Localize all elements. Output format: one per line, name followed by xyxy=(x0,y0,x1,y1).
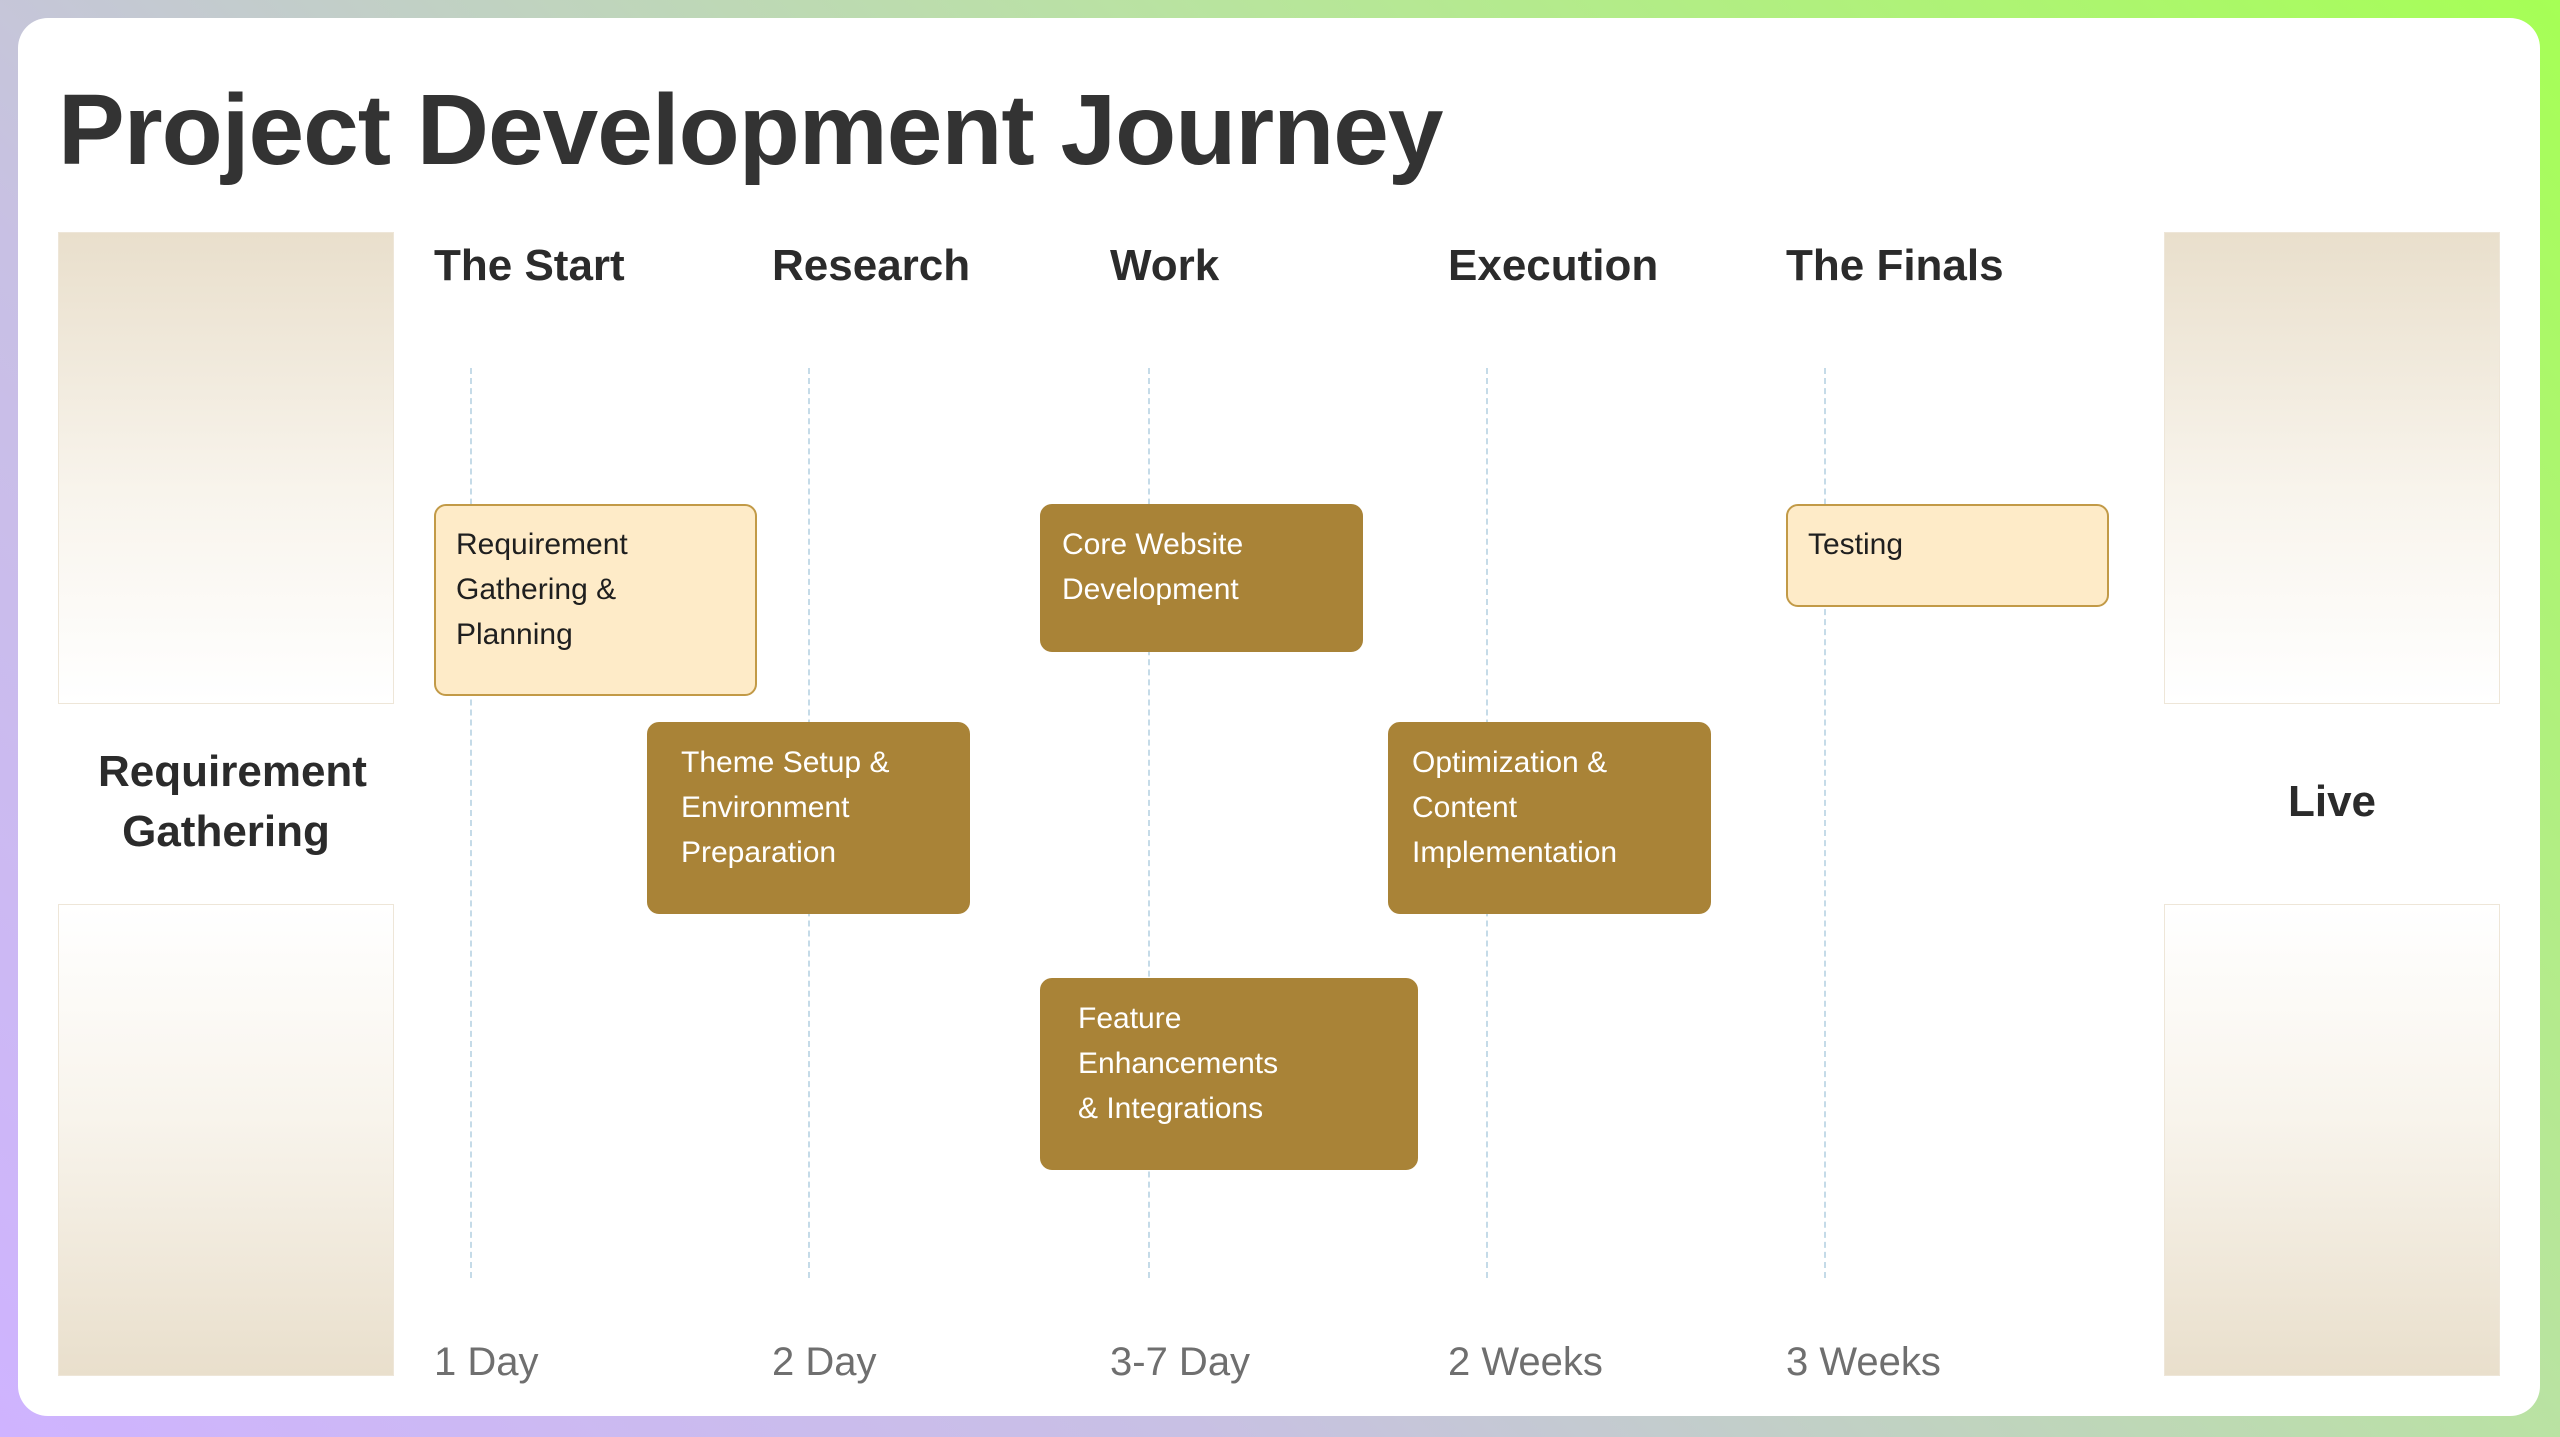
start-panel-bottom xyxy=(58,904,394,1376)
stage-header-the-finals: The Finals xyxy=(1786,241,2004,290)
duration-research: 2 Day xyxy=(772,1340,877,1384)
page-title: Project Development Journey xyxy=(58,74,1444,186)
journey-card: Project Development Journey Requirement … xyxy=(18,18,2540,1416)
duration-execution: 2 Weeks xyxy=(1448,1340,1603,1384)
stage-header-execution: Execution xyxy=(1448,241,1659,290)
end-panel-top xyxy=(2164,232,2500,704)
task-core-website-development: Core Website Development xyxy=(1040,504,1363,652)
stage-header-the-start: The Start xyxy=(434,241,625,290)
duration-work: 3-7 Day xyxy=(1110,1340,1251,1384)
task-feature-enhancements: Feature Enhancements & Integrations xyxy=(1040,978,1418,1170)
end-label: Live xyxy=(2287,777,2377,826)
end-panel-bottom xyxy=(2164,904,2500,1376)
stage-header-research: Research xyxy=(772,241,971,290)
stage-header-work: Work xyxy=(1110,241,1220,290)
task-testing: Testing xyxy=(1786,504,2109,607)
stage-guide-line xyxy=(1824,368,1826,1278)
start-panel-top xyxy=(58,232,394,704)
duration-the-finals: 3 Weeks xyxy=(1786,1340,1941,1384)
task-optimization-content: Optimization & Content Implementation xyxy=(1388,722,1711,914)
task-requirement-gathering-planning: Requirement Gathering & Planning xyxy=(434,504,757,696)
duration-the-start: 1 Day xyxy=(434,1340,539,1384)
stage-guide-line xyxy=(1148,368,1150,1278)
task-theme-setup: Theme Setup & Environment Preparation xyxy=(647,722,970,914)
stage-guide-line xyxy=(470,368,472,1278)
start-label: Requirement Gathering xyxy=(98,747,367,856)
